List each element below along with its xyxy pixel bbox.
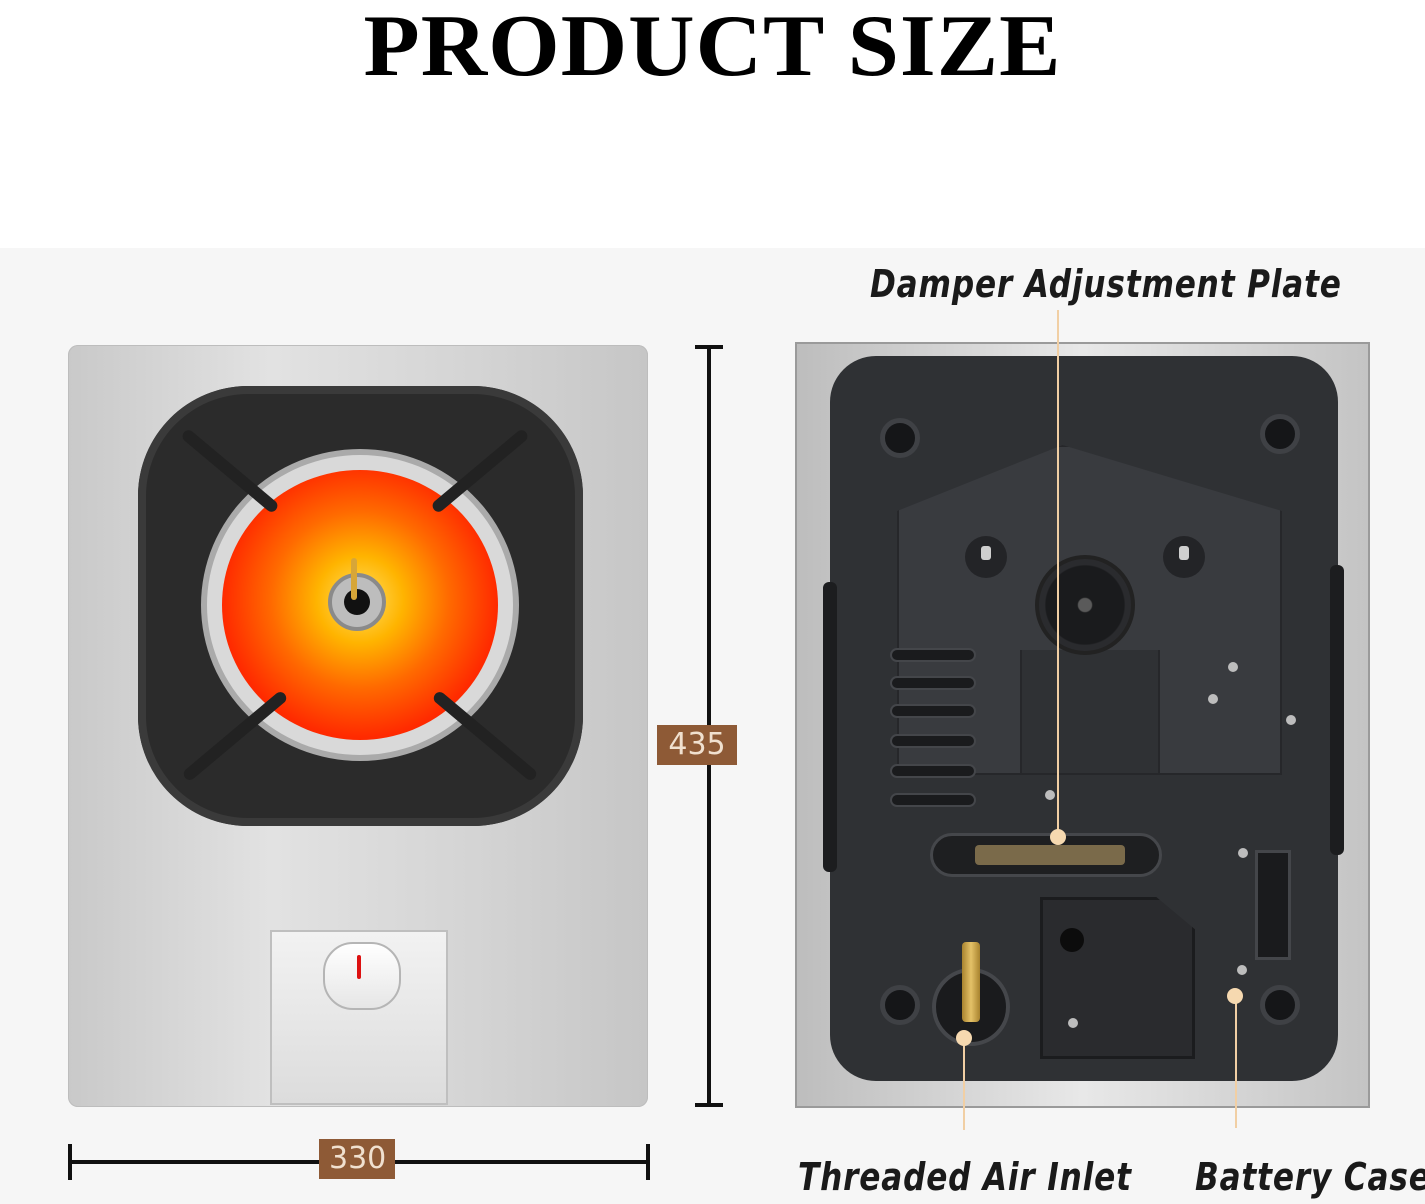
small-screw (1228, 662, 1238, 672)
vent-slot (890, 648, 976, 662)
valve-cover-hole (1060, 928, 1084, 952)
air-inlet-callout-label: Threaded Air Inlet (798, 1155, 1132, 1199)
side-rail-right (1330, 565, 1344, 855)
threaded-air-inlet (962, 942, 980, 1022)
small-screw (1237, 965, 1247, 975)
air-inlet-callout-dot (956, 1030, 972, 1046)
small-screw (1208, 694, 1218, 704)
battery-case (1255, 850, 1291, 960)
width-dimension-label: 330 (319, 1139, 395, 1179)
mounting-stud (1163, 536, 1205, 578)
height-dimension-label: 435 (657, 725, 737, 765)
vent-slot (890, 764, 976, 778)
battery-callout-label: Battery Case (1195, 1155, 1425, 1199)
battery-leader-line (1235, 998, 1237, 1128)
control-knob (323, 942, 401, 1010)
mounting-plate-notch (1020, 650, 1160, 775)
knob-indicator-mark (357, 955, 361, 979)
small-screw (1286, 715, 1296, 725)
damper-callout-dot (1050, 829, 1066, 845)
battery-callout-dot (1227, 988, 1243, 1004)
side-rail-left (823, 582, 837, 872)
foot-screw (1260, 985, 1300, 1025)
foot-screw (880, 985, 920, 1025)
damper-leader-line (1057, 310, 1059, 838)
damper-adjustment-plate (975, 845, 1125, 865)
page-title: PRODUCT SIZE (363, 0, 1062, 94)
vent-slot (890, 704, 976, 718)
small-screw (1068, 1018, 1078, 1028)
vent-slot (890, 734, 976, 748)
valve-cover (1040, 897, 1195, 1059)
damper-callout-label: Damper Adjustment Plate (870, 262, 1342, 306)
small-screw (1045, 790, 1055, 800)
mounting-stud (965, 536, 1007, 578)
foot-screw (880, 418, 920, 458)
small-screw (1238, 848, 1248, 858)
foot-screw (1260, 414, 1300, 454)
vent-slot (890, 793, 976, 807)
air-inlet-leader-line (963, 1040, 965, 1130)
burner-cap (328, 573, 386, 631)
igniter-pin (351, 558, 357, 600)
burner-base (1035, 555, 1135, 655)
vent-slot (890, 676, 976, 690)
